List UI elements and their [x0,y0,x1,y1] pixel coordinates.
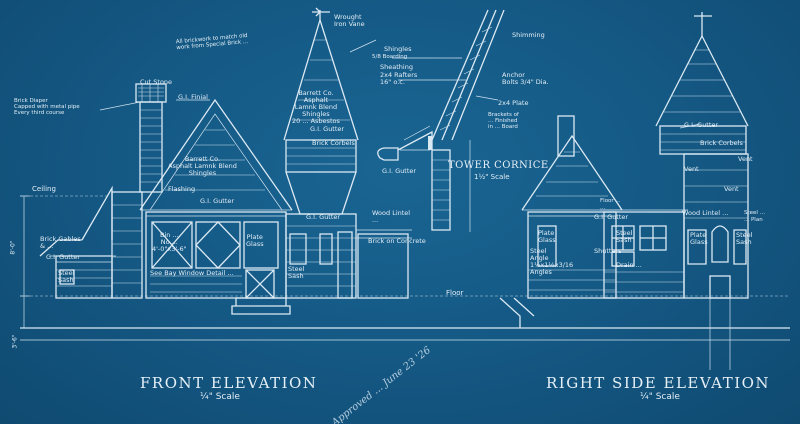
label-right-gi-gutter-top: G.I. Gutter [684,121,719,129]
label-flashing: Flashing [168,185,196,193]
tower-cornice-detail [377,9,505,232]
title-tower-cornice: TOWER CORNICE [448,160,549,171]
label-sheathing: Sheathing [380,63,413,71]
label-brackets-note: Brackets of ... Finished in ... Board [488,112,519,130]
label-steel-sash-left: Steel Sash [288,265,305,280]
label-wood-lintel: Wood Lintel ... [372,209,411,224]
label-cut-stone: Cut Stone [140,78,173,86]
label-barrett-shingles-front: Barrett Co. Asphalt Lamnk Blend Shingles [168,155,237,177]
label-window-front: Bin ... No ... 4'-0"x3'-6" [152,231,187,253]
label-wind-note: Steel ... ... Plan [744,210,765,223]
label-vent1: Vent [738,155,753,163]
label-brick-corbels: Brick Corbels [312,139,355,147]
label-ceiling: Ceiling [32,185,56,193]
label-ceiling-height: 8'-0" [9,240,17,255]
label-wrought-iron-vane: Wrought Iron Vane [334,13,365,28]
front-elevation [39,7,412,315]
label-drain-tile: Drain ... [616,261,642,269]
label-gi-gutter-front: G.I. Gutter [200,197,235,205]
label-steel-sash-right2: Steel Sash [736,231,753,246]
label-rafters: 2x4 Rafters 16" o.c. [380,71,418,86]
label-anchor-bolts: Anchor Bolts 3/4" Dia. [502,71,549,86]
label-floor-drain-note: Floor ... ... [600,198,621,211]
leader-lines [99,39,701,213]
label-plate-glass: Plate Glass [246,233,264,248]
title-right-side-elevation: RIGHT SIDE ELEVATION [546,374,771,392]
label-steel-angle: Steel Angle 1½x1½x3/16 Angles [530,247,574,276]
label-shutters: Shutters [594,247,622,255]
title-front-elevation: FRONT ELEVATION [140,374,318,392]
label-plate-2x4: 2x4 Plate [498,99,529,107]
right-side-elevation [499,12,749,370]
scale-front-elevation: ¼" Scale [200,392,240,402]
height-dimensions [20,195,30,329]
label-barrett-shingles-tower: Barrett Co. Asphalt Lamnk Blend Shingles… [292,89,340,125]
label-gi-gutter-main: G.I. Gutter [306,213,341,221]
label-vent3: Vent [724,185,739,193]
label-brick-diaper: Brick Diaper Capped with metal pipe Ever… [14,98,80,116]
label-shimming: Shimming [512,31,545,39]
label-see-detail: See Bay Window Detail ... [150,269,234,277]
label-right-brick-corbels: Brick Corbels [700,139,743,147]
label-gi-gutter-left: G.I. Gutter [46,253,81,261]
label-small-sash: Steel Sash [58,269,75,284]
label-gi-finial: G.I. Finial [178,93,208,101]
label-vent2: Vent [684,165,699,173]
label-gi-gutter-cornice: G.I. Gutter [382,167,417,175]
label-base-height: 3'-6" [11,334,19,349]
label-plate-glass-left-right: Plate Glass [538,229,556,244]
label-wood-lintel-right: Wood Lintel ... [682,209,729,217]
label-floor: Floor [446,289,464,297]
label-brick-gables: Brick Gables & ... [40,235,81,250]
label-steel-sash-right: Steel Sash [616,229,633,244]
label-shingles-spec: 5/8 Boarding [372,54,408,60]
label-brick-on-concrete: Brick on Concrete [368,237,426,245]
label-plate-glass-right: Plate Glass [690,231,708,246]
label-gi-gutter-tower: G.I. Gutter [310,125,345,133]
ground-lines [20,195,790,341]
label-shingles: Shingles [384,45,412,53]
scale-tower-cornice: 1½" Scale [474,173,510,181]
label-right-gi-gutter: G.I. Gutter [594,213,629,221]
scale-right-side-elevation: ¼" Scale [640,392,680,402]
